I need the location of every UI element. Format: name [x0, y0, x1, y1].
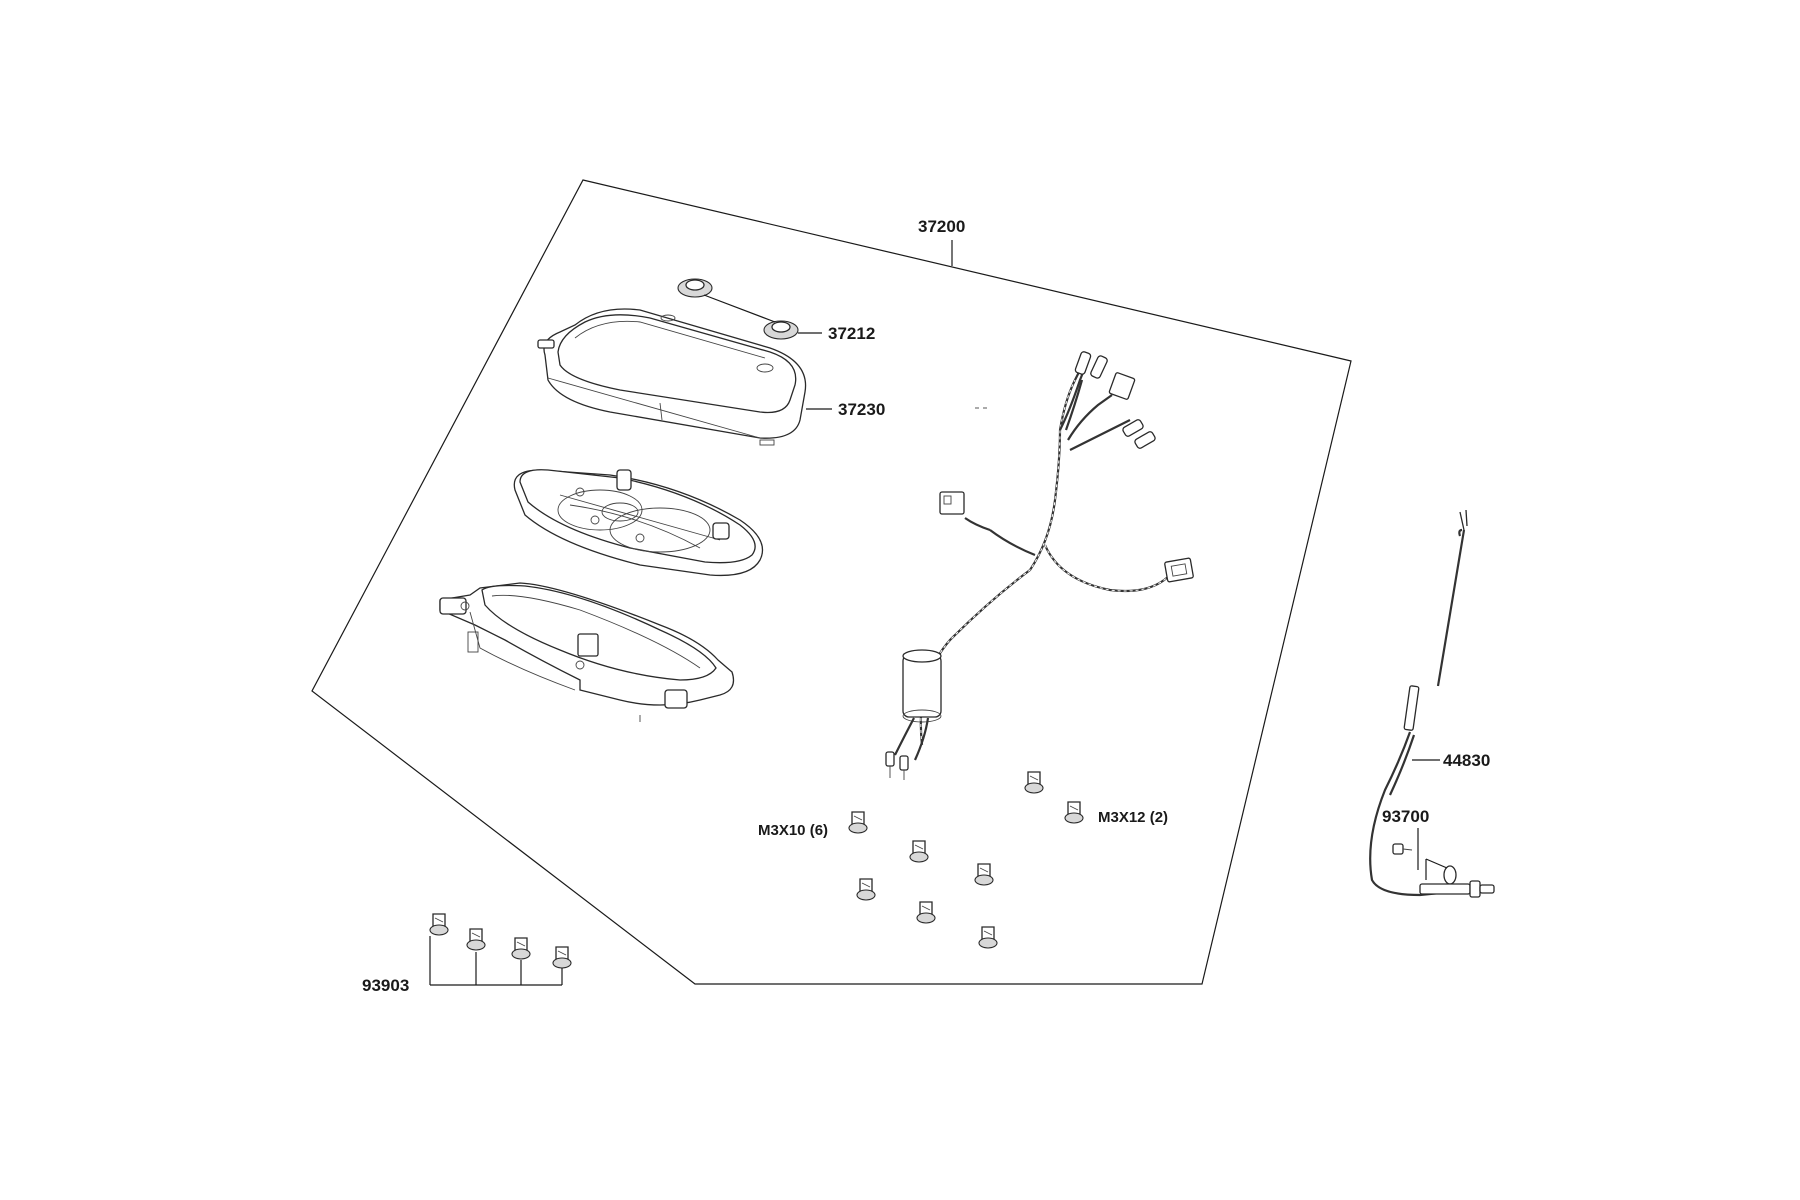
label-m3x10: M3X10 (6) [758, 822, 828, 839]
cable-screw-part [1392, 843, 1413, 855]
leader-93903 [429, 936, 563, 986]
screw-m3x12-group [1024, 771, 1084, 824]
label-44830: 44830 [1443, 751, 1490, 770]
wiring-harness-part [885, 351, 1194, 780]
label-93700: 93700 [1382, 807, 1429, 826]
assembly-boundary [311, 179, 1352, 985]
label-37200: 37200 [918, 217, 965, 236]
label-37230: 37230 [838, 400, 885, 419]
screw-m3x10-group [848, 811, 998, 949]
label-93903: 93903 [362, 976, 409, 995]
speedometer-cable-part [1369, 509, 1495, 898]
lens-cover-part [537, 308, 807, 446]
label-37212: 37212 [828, 324, 875, 343]
meter-case-part [439, 582, 735, 722]
gauge-plate-part [513, 469, 764, 577]
screw-93903-group [429, 913, 572, 969]
label-m3x12: M3X12 (2) [1098, 809, 1168, 826]
grommet-part [677, 278, 799, 340]
